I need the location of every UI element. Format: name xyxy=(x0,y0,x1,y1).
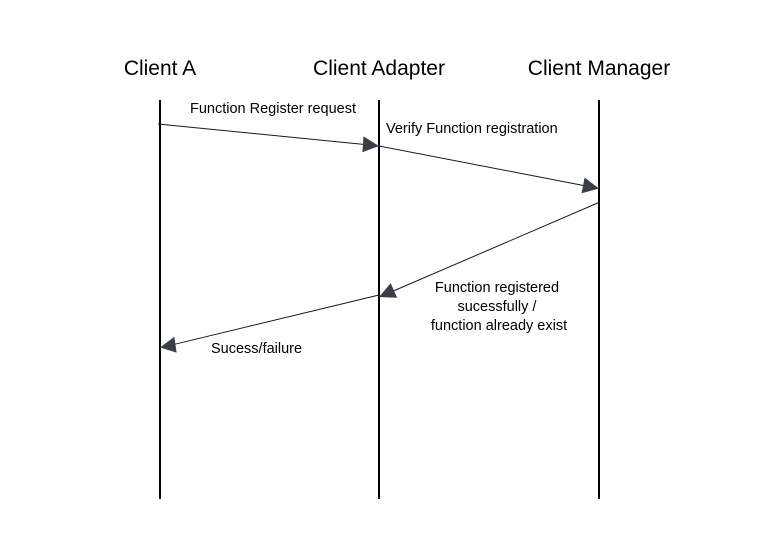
message-label-success-failure: Sucess/failure xyxy=(211,341,302,357)
message-line-registered-response xyxy=(390,201,601,293)
message-line-verify-registration xyxy=(378,145,587,187)
message-label-verify-registration: Verify Function registration xyxy=(386,121,558,137)
message-label-registered-response: Function registered sucessfully / functi… xyxy=(431,280,567,334)
message-label-line-3: function already exist xyxy=(431,318,567,334)
arrowhead-success-failure xyxy=(160,336,177,353)
arrowhead-register-request xyxy=(362,136,379,153)
message-line-success-failure xyxy=(172,294,380,346)
participant-label-client-manager: Client Manager xyxy=(528,57,670,80)
message-label-line-1: Function registered xyxy=(435,280,559,296)
message-label-register-request: Function Register request xyxy=(190,101,356,117)
arrowhead-verify-registration xyxy=(581,177,599,194)
arrowhead-registered-response xyxy=(379,283,398,298)
message-line-register-request xyxy=(157,123,367,146)
participant-label-client-adapter: Client Adapter xyxy=(313,57,445,80)
participant-label-client-a: Client A xyxy=(124,57,196,80)
message-label-line-2: sucessfully / xyxy=(457,299,537,315)
